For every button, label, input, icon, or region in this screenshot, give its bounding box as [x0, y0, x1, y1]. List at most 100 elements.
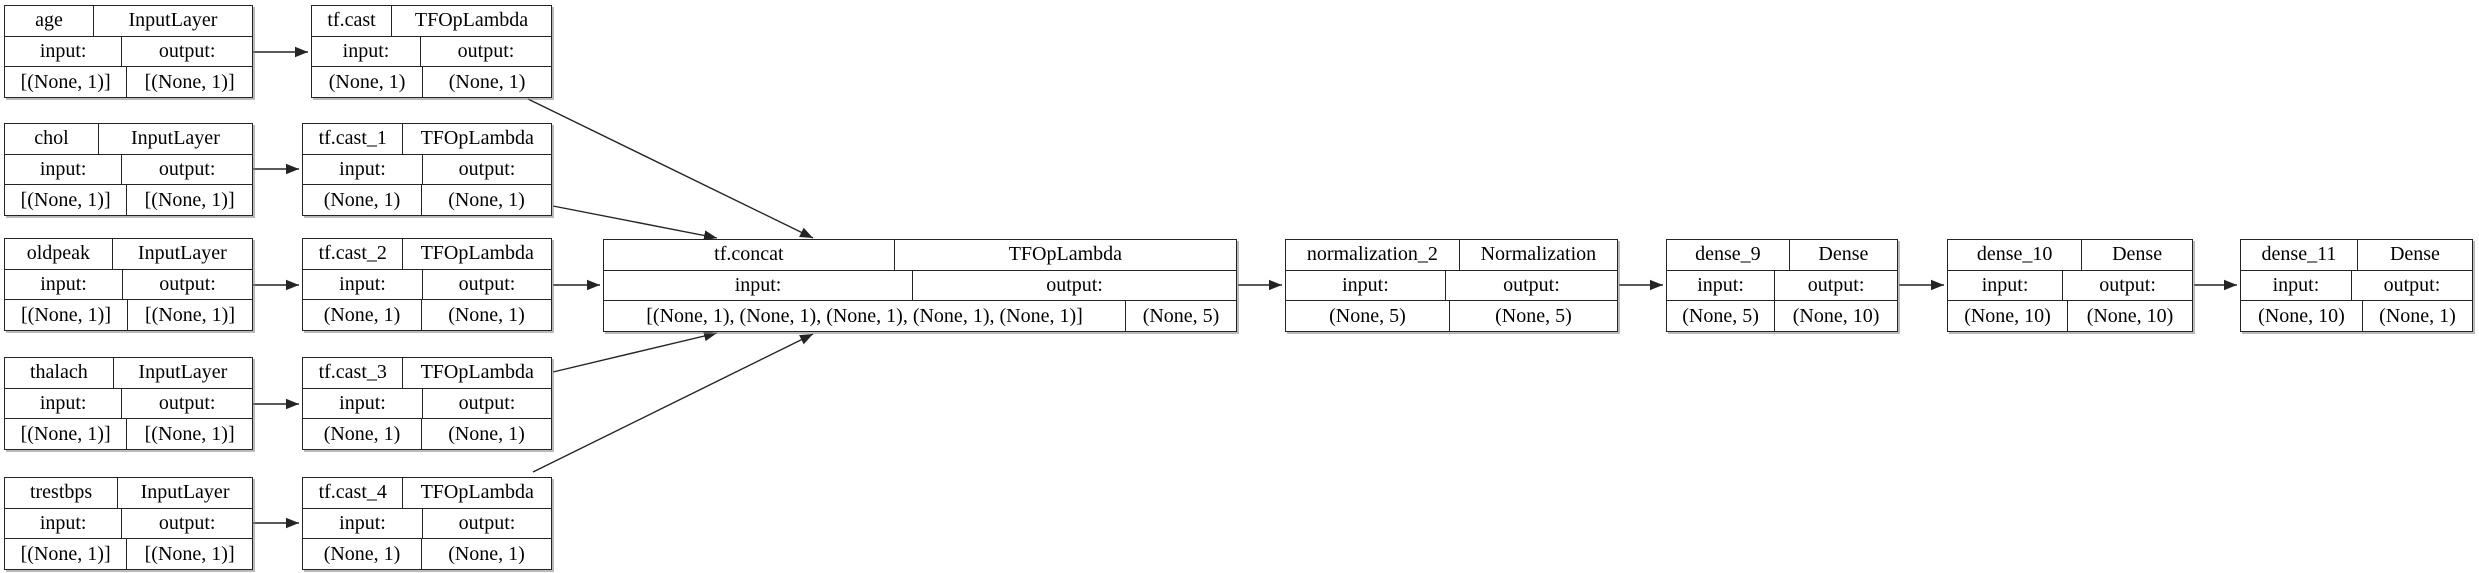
output-label: output: [458, 273, 516, 295]
layer-node-tf-cast-4: tf.cast_4 TFOpLambda input: output: (None,… [302, 477, 552, 570]
output-shape: [(None, 1)] [144, 422, 235, 445]
layer-name: chol [5, 124, 99, 154]
layer-name: dense_9 [1667, 240, 1790, 270]
layer-name: tf.cast_2 [303, 239, 404, 269]
output-shape: [(None, 1)] [144, 188, 235, 211]
input-label: input: [303, 388, 424, 419]
input-shape: [(None, 1)] [5, 300, 128, 331]
output-shape: [(None, 1)] [144, 542, 235, 565]
output-label: output: [458, 392, 516, 414]
layer-node-dense-9: dense_9 Dense input: output: (None, 5) (Non… [1666, 239, 1898, 332]
edge-tf-cast-1-to-tf-concat [552, 205, 718, 241]
layer-class: InputLayer [138, 361, 228, 384]
layer-class: TFOpLambda [420, 361, 534, 384]
layer-name: oldpeak [5, 239, 113, 269]
input-label: input: [303, 508, 424, 539]
layer-node-tf-cast-3: tf.cast_3 TFOpLambda input: output: (None,… [302, 357, 552, 450]
layer-name: tf.cast_3 [303, 358, 404, 388]
layer-class: InputLayer [128, 9, 218, 32]
output-label: output: [458, 158, 516, 180]
input-shape: [(None, 1)] [5, 419, 128, 450]
layer-name: tf.cast_1 [303, 124, 404, 154]
input-shape: [(None, 1)] [5, 67, 128, 98]
layer-node-tf-cast-1: tf.cast_1 TFOpLambda input: output: (None,… [302, 123, 552, 216]
output-label: output: [158, 392, 216, 414]
layer-name: trestbps [5, 478, 119, 508]
input-label: input: [5, 388, 123, 419]
output-label: output: [158, 158, 216, 180]
input-shape: (None, 1) [303, 539, 423, 570]
layer-name: tf.cast_4 [303, 478, 404, 508]
output-label: output: [457, 40, 515, 62]
layer-class: InputLayer [140, 481, 230, 504]
output-label: output: [158, 40, 216, 62]
layer-class: Dense [2112, 243, 2163, 266]
layer-name: tf.concat [604, 240, 895, 270]
output-shape: (None, 1) [448, 188, 525, 211]
layer-node-trestbps: trestbps InputLayer input: output: [(None,… [4, 477, 253, 570]
output-shape: [(None, 1)] [144, 70, 235, 93]
output-shape: (None, 1) [448, 70, 526, 93]
input-shape: (None, 5) [1286, 301, 1450, 332]
input-label: input: [5, 154, 123, 185]
layer-node-age: age InputLayer input: output: [(None, 1)] [… [4, 5, 253, 98]
layer-class: TFOpLambda [420, 127, 534, 150]
input-shape: (None, 5) [1667, 301, 1776, 332]
layer-name: dense_10 [1948, 240, 2083, 270]
layer-class: TFOpLambda [414, 9, 529, 32]
output-label: output: [2099, 274, 2156, 296]
input-label: input: [1948, 270, 2064, 301]
input-label: input: [5, 269, 124, 300]
output-label: output: [158, 512, 216, 534]
output-shape: (None, 1) [448, 542, 525, 565]
input-shape: (None, 1) [303, 419, 423, 450]
layer-name: tf.cast [312, 6, 393, 36]
output-shape: (None, 10) [1792, 304, 1880, 327]
edge-tf-cast-to-tf-concat [527, 98, 814, 239]
output-shape: (None, 10) [2086, 304, 2174, 327]
layer-node-dense-10: dense_10 Dense input: output: (None, 10) (N… [1947, 239, 2193, 332]
input-label: input: [303, 269, 424, 300]
layer-class: Normalization [1480, 243, 1597, 266]
input-label: input: [604, 270, 914, 301]
layer-class: Dense [2389, 243, 2440, 266]
layer-node-tf-cast-2: tf.cast_2 TFOpLambda input: output: (None,… [302, 238, 552, 331]
output-label: output: [1807, 274, 1865, 296]
layer-node-oldpeak: oldpeak InputLayer input: output: [(None, … [4, 238, 253, 331]
input-shape: (None, 10) [1948, 301, 2069, 332]
output-shape: [(None, 1)] [145, 303, 235, 326]
output-shape: (None, 1) [2379, 304, 2456, 327]
output-shape: (None, 1) [448, 303, 525, 326]
output-label: output: [458, 512, 516, 534]
layer-class: TFOpLambda [1008, 243, 1123, 266]
output-label: output: [1046, 274, 1103, 296]
layer-class: InputLayer [137, 242, 227, 265]
layer-name: dense_11 [2241, 240, 2358, 270]
output-shape: (None, 1) [448, 422, 525, 445]
output-label: output: [1503, 274, 1560, 296]
layer-class: TFOpLambda [420, 481, 534, 504]
input-label: input: [1286, 270, 1446, 301]
input-shape: [(None, 1)] [5, 539, 128, 570]
layer-class: TFOpLambda [420, 242, 534, 265]
edge-tf-cast-4-to-tf-concat [532, 333, 814, 473]
input-label: input: [1667, 270, 1776, 301]
input-shape: (None, 1) [303, 185, 423, 216]
input-label: input: [5, 508, 123, 539]
layer-name: age [5, 6, 94, 36]
output-label: output: [159, 273, 216, 295]
output-shape: (None, 5) [1495, 304, 1572, 327]
input-shape: [(None, 1)] [5, 185, 128, 216]
output-shape: (None, 5) [1142, 304, 1220, 327]
layer-class: Dense [1818, 243, 1869, 266]
input-label: input: [312, 36, 421, 67]
input-label: input: [303, 154, 424, 185]
input-label: input: [5, 36, 123, 67]
